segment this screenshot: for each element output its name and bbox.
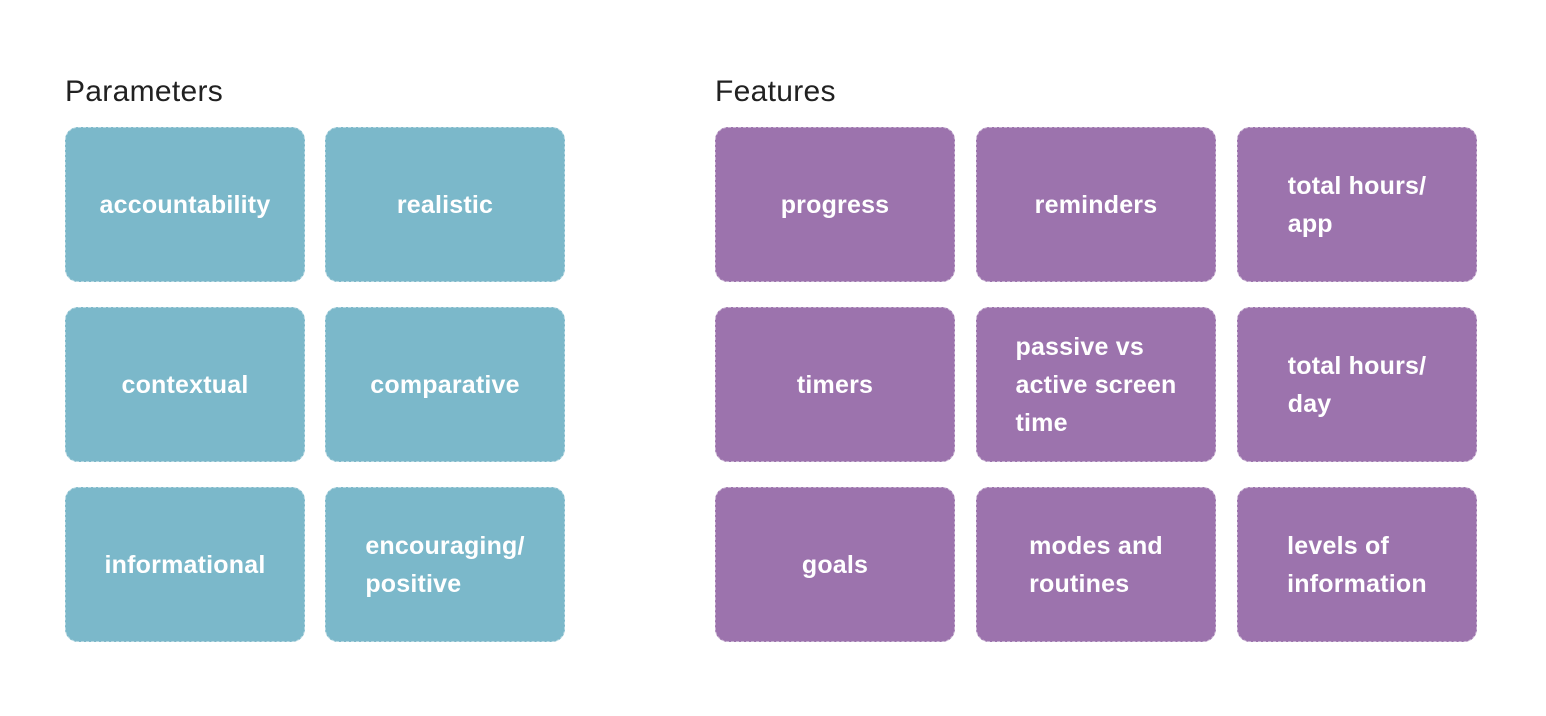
card-label: timers: [796, 370, 874, 399]
card-label: total hours/app: [1287, 171, 1427, 238]
card-comparative: comparative: [325, 307, 565, 462]
card-label: total hours/day: [1287, 351, 1427, 418]
card-contextual: contextual: [65, 307, 305, 462]
card-total-hours-app: total hours/app: [1237, 127, 1477, 282]
features-title: Features: [715, 75, 836, 108]
card-label: realistic: [396, 190, 494, 219]
card-label: reminders: [1034, 190, 1158, 219]
card-label: informational: [104, 550, 266, 579]
card-timers: timers: [715, 307, 955, 462]
card-label: comparative: [370, 370, 520, 399]
card-goals: goals: [715, 487, 955, 642]
card-total-hours-day: total hours/day: [1237, 307, 1477, 462]
card-label: goals: [801, 550, 869, 579]
features-group: Features progress reminders total hours/ap…: [715, 74, 1477, 642]
card-informational: informational: [65, 487, 305, 642]
parameters-card-grid: accountability realistic contextual compara…: [65, 127, 565, 642]
parameters-title: Parameters: [65, 75, 224, 108]
features-card-grid: progress reminders total hours/app timers pa…: [715, 127, 1477, 642]
card-label: contextual: [121, 370, 249, 399]
card-label: accountability: [99, 190, 271, 219]
card-label: progress: [780, 190, 890, 219]
card-label: encouraging/positive: [365, 531, 525, 598]
card-reminders: reminders: [976, 127, 1216, 282]
card-realistic: realistic: [325, 127, 565, 282]
parameters-group: Parameters accountability realistic contex…: [65, 74, 565, 642]
card-accountability: accountability: [65, 127, 305, 282]
card-encouraging-positive: encouraging/positive: [325, 487, 565, 642]
card-progress: progress: [715, 127, 955, 282]
